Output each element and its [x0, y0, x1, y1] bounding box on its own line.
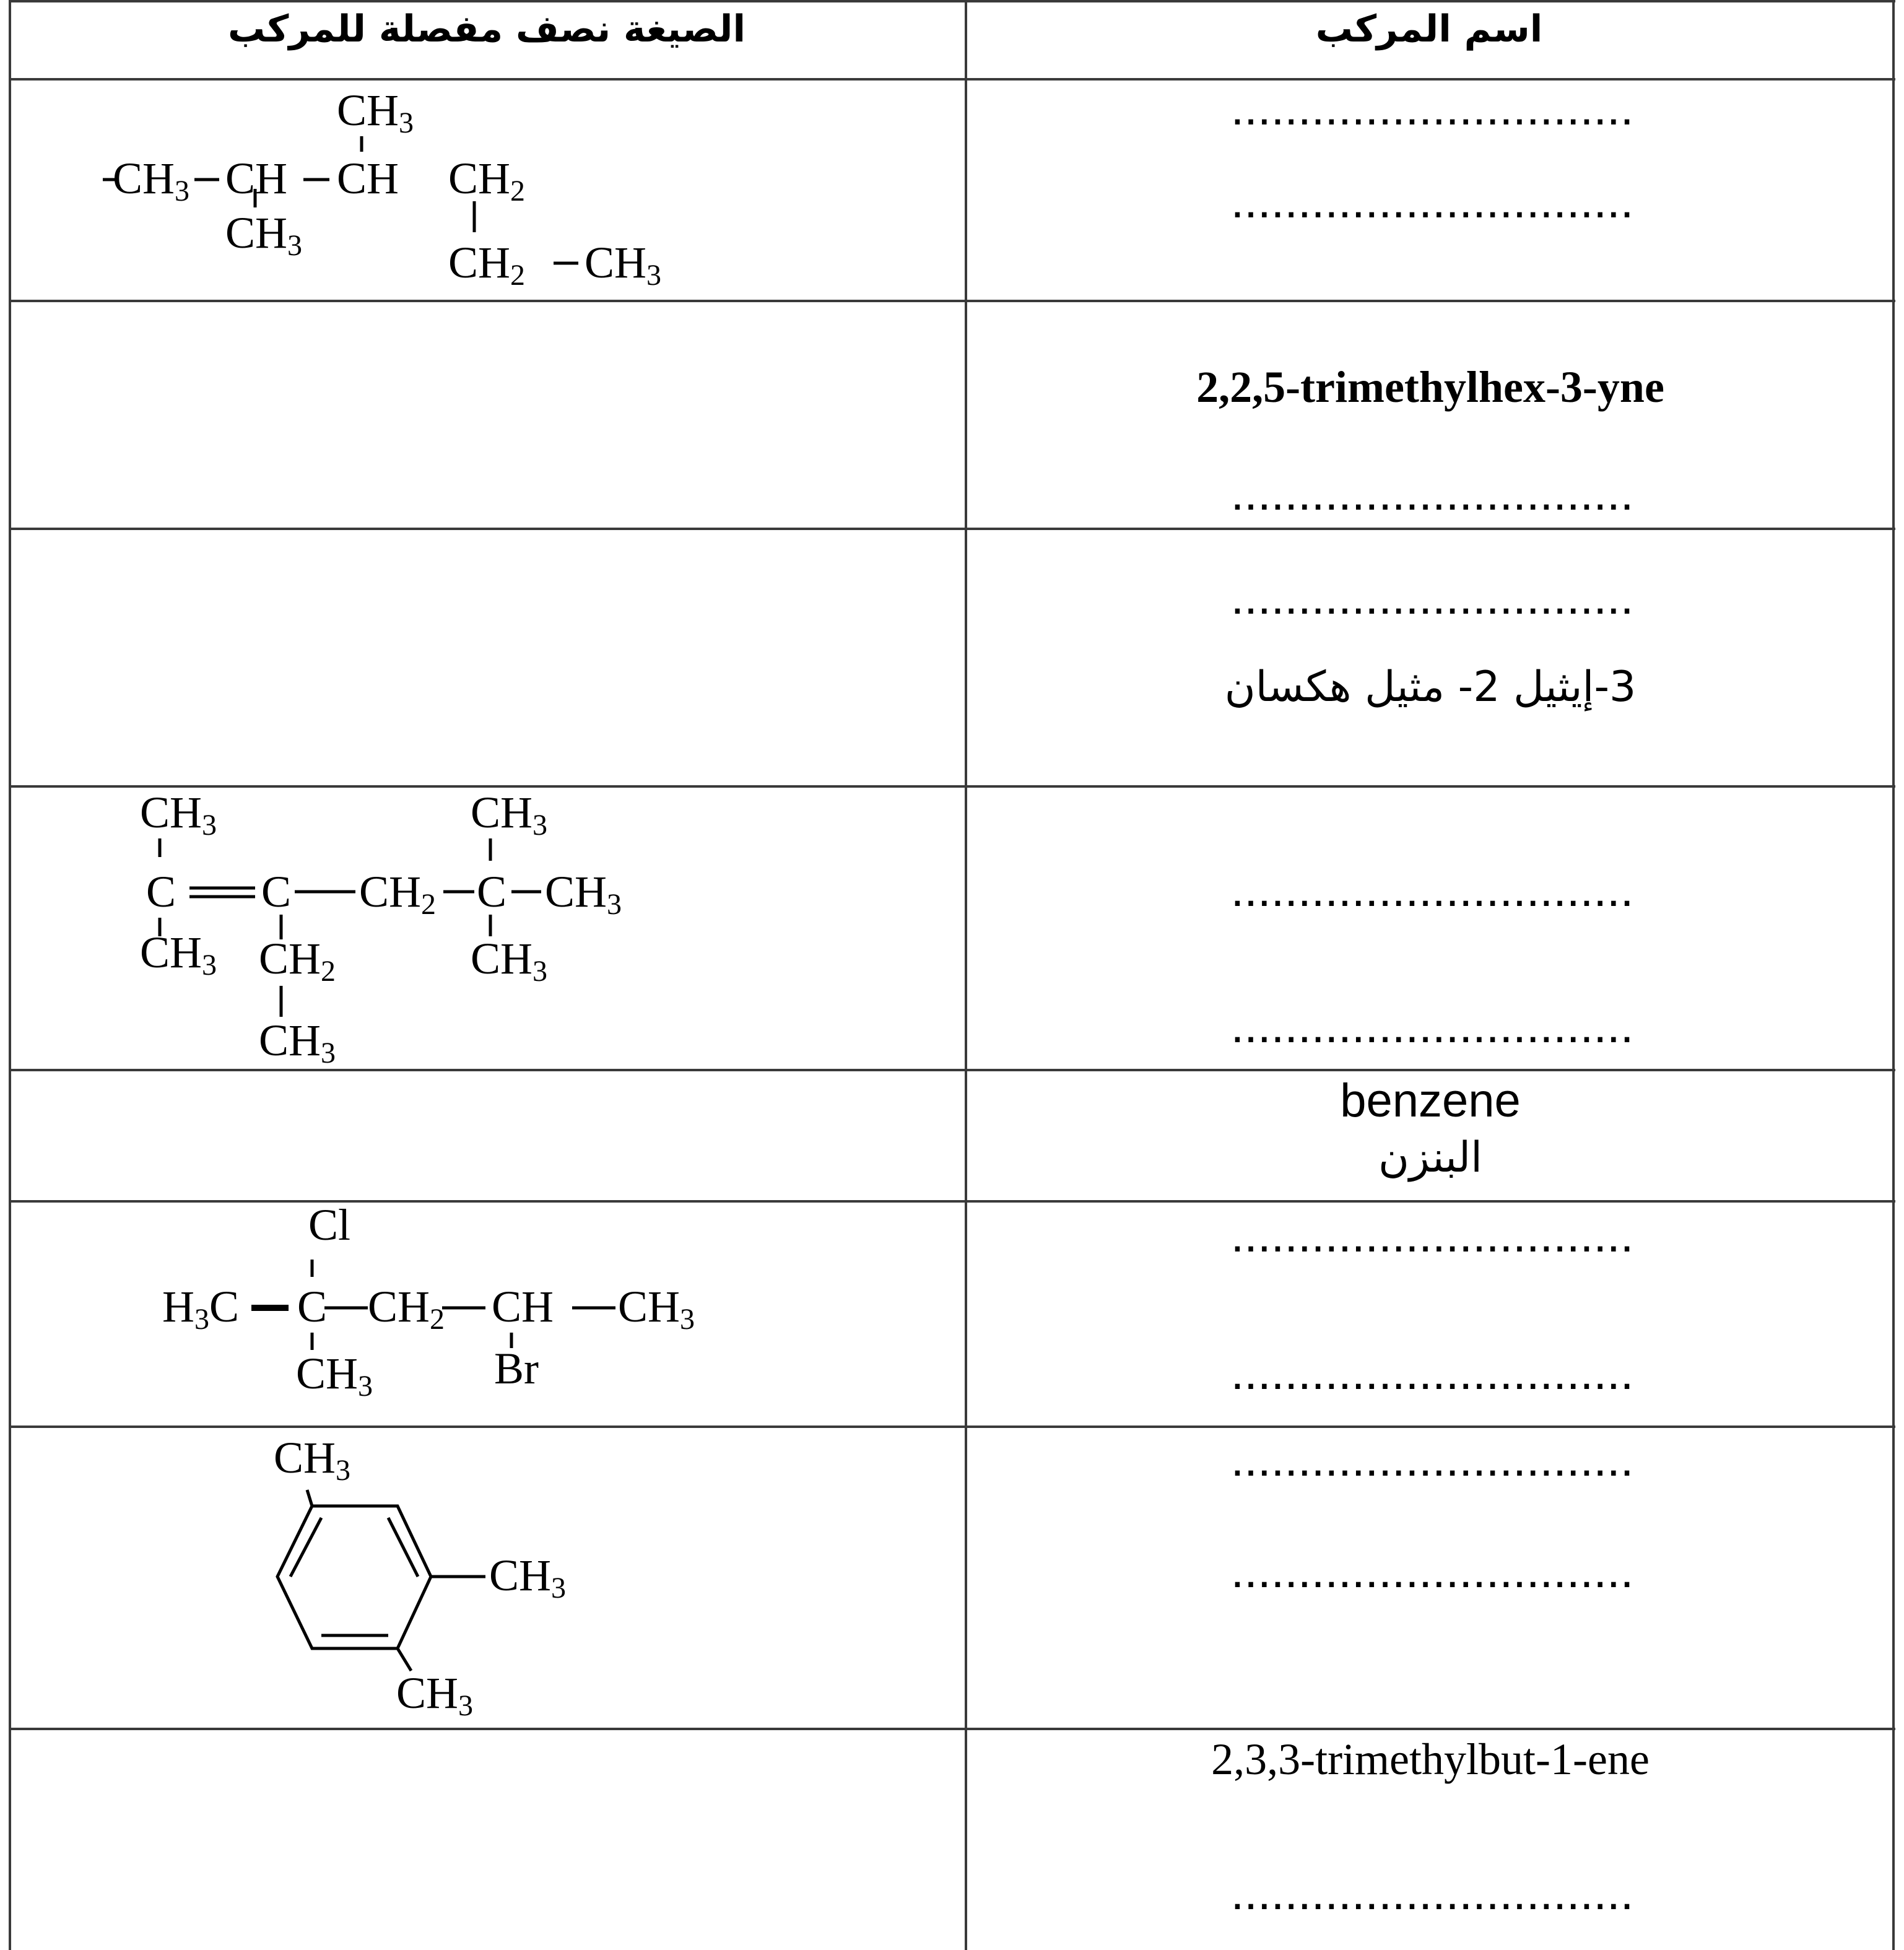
methyl-group: CH3	[225, 208, 302, 262]
chlorine-atom: Cl	[308, 1203, 350, 1250]
compound-name: 2,2,5-trimethylhex-3-yne	[1196, 362, 1664, 412]
column-divider	[965, 0, 967, 1950]
name-blank-line[interactable]: ..............................	[1228, 1016, 1636, 1049]
carbon-atom: C	[297, 1282, 327, 1331]
methyl-group: CH3	[471, 934, 547, 988]
methyl-group: CH3	[140, 788, 217, 842]
structure-4-formula: CH3 C C CH2 C CH3 CH3 CH3 CH2 CH3 CH3	[140, 788, 622, 1066]
row-divider	[9, 1728, 1895, 1730]
row-divider	[9, 300, 1895, 302]
compound-name: 2,3,3-trimethylbut-1-ene	[1211, 1735, 1650, 1784]
methyl-group: CH3	[618, 1282, 695, 1336]
compound-name-arabic: البنزن	[1378, 1133, 1483, 1182]
methyl-group: H3C	[162, 1282, 239, 1336]
carbon-atom: C	[146, 867, 176, 916]
carbon-atom: C	[477, 867, 506, 916]
name-blank-line[interactable]: ..............................	[1228, 191, 1636, 224]
name-blank-line[interactable]: ..............................	[1228, 879, 1636, 913]
table-border-left	[9, 0, 11, 1950]
methine-group: CH	[337, 154, 399, 203]
name-blank-line[interactable]: ..............................	[1228, 98, 1636, 131]
benzene-ring	[276, 1504, 433, 1650]
methylene-group: CH2	[359, 867, 436, 921]
methyl-group: CH3	[585, 238, 661, 292]
carbon-atom: C	[261, 867, 291, 916]
methyl-group: CH3	[489, 1551, 566, 1604]
methyl-group: CH3	[140, 928, 217, 982]
methyl-group: CH3	[259, 1016, 336, 1066]
formula-blank-line[interactable]: ..............................	[1228, 483, 1636, 516]
methyl-group: CH3	[113, 154, 189, 207]
name-blank-line[interactable]: ..............................	[1228, 1362, 1636, 1396]
structure-7-formula: CH3 CH3 CH3	[274, 1433, 566, 1722]
name-blank-line[interactable]: ..............................	[1228, 1560, 1636, 1594]
methylene-group: CH2	[259, 934, 336, 988]
methyl-group: CH3	[471, 788, 547, 842]
row-divider	[9, 1426, 1895, 1428]
header-name-column: اسم المركب	[1315, 7, 1543, 51]
row-divider	[9, 785, 1895, 788]
methyl-group: CH3	[337, 85, 414, 139]
methylene-group: CH2	[448, 154, 525, 207]
row-divider	[9, 1200, 1895, 1203]
structure-6-formula: Cl H3C C CH2 CH CH3 CH3 Br	[162, 1203, 695, 1403]
header-formula-column: الصيغة نصف مفصلة للمركب	[227, 7, 746, 51]
formula-blank-line[interactable]: ..............................	[1228, 1883, 1636, 1916]
compound-name-english: benzene	[1340, 1074, 1521, 1127]
name-blank-line[interactable]: ..............................	[1228, 1449, 1636, 1482]
row-divider	[9, 1069, 1895, 1071]
methylene-group: CH2	[448, 238, 525, 292]
methyl-group: CH3	[296, 1349, 373, 1403]
structure-1-formula: CH3 CH3 CH CH CH2 CH3 CH2 CH3	[103, 85, 661, 292]
methyl-group: CH3	[396, 1668, 473, 1722]
table-border-right	[1892, 0, 1895, 1950]
methyl-group: CH3	[274, 1433, 350, 1487]
compound-name-arabic: 3-إيثيل 2- مثيل هكسان	[1224, 663, 1637, 712]
bromine-atom: Br	[494, 1344, 539, 1393]
row-divider	[9, 78, 1895, 81]
row-divider	[9, 528, 1895, 530]
methylene-group: CH2	[368, 1282, 445, 1336]
table-border-top	[9, 0, 1895, 2]
methine-group: CH	[225, 154, 287, 203]
methine-group: CH	[492, 1282, 554, 1331]
name-blank-line[interactable]: ..............................	[1228, 1225, 1636, 1258]
methyl-group: CH3	[545, 867, 622, 921]
name-blank-line[interactable]: ..............................	[1228, 587, 1636, 620]
